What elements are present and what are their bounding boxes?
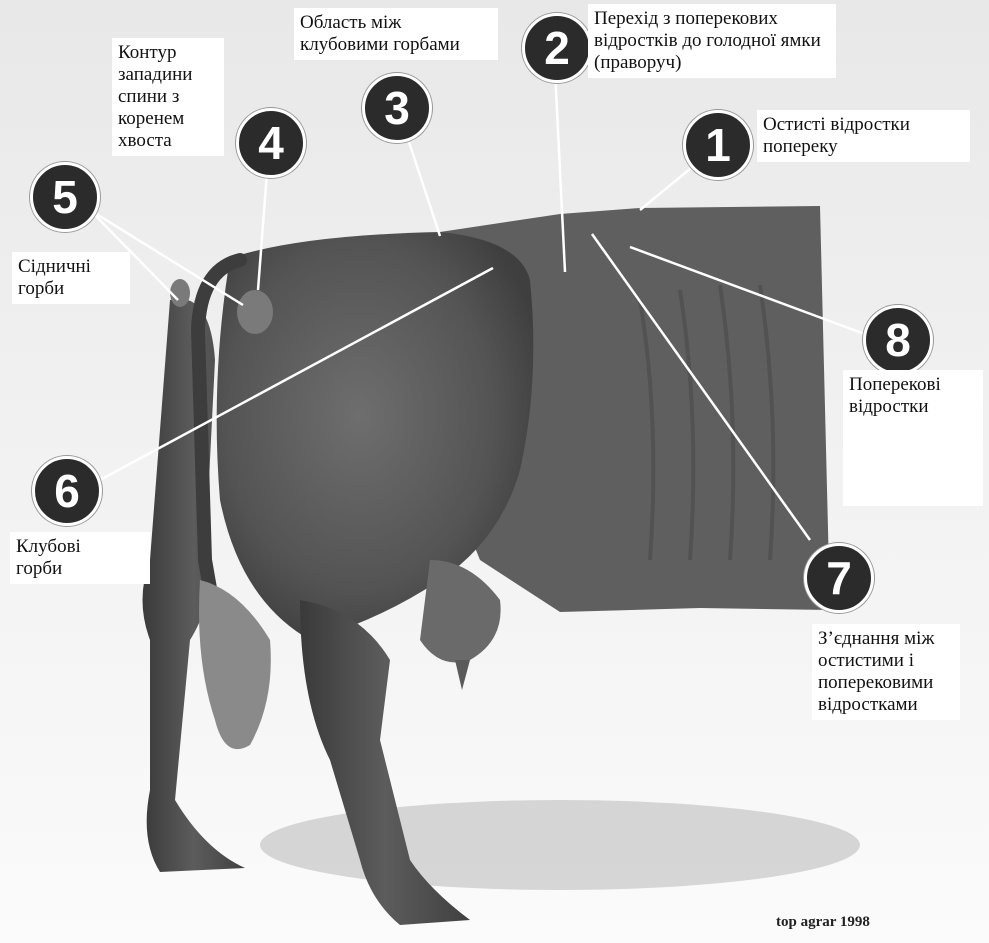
image-credit: top agrar 1998 bbox=[776, 914, 870, 931]
cow-udder bbox=[420, 560, 501, 663]
marker-3-icon: 3 bbox=[362, 73, 432, 143]
marker-4-icon: 4 bbox=[236, 108, 306, 178]
marker-8-icon: 8 bbox=[863, 305, 933, 375]
cow-tail-switch bbox=[199, 580, 271, 749]
marker-2-icon: 2 bbox=[522, 13, 592, 83]
marker-1-icon: 1 bbox=[683, 110, 753, 180]
marker-7-icon: 7 bbox=[804, 543, 874, 613]
marker-5-icon: 5 bbox=[30, 162, 100, 232]
marker-6-icon: 6 bbox=[32, 456, 102, 526]
